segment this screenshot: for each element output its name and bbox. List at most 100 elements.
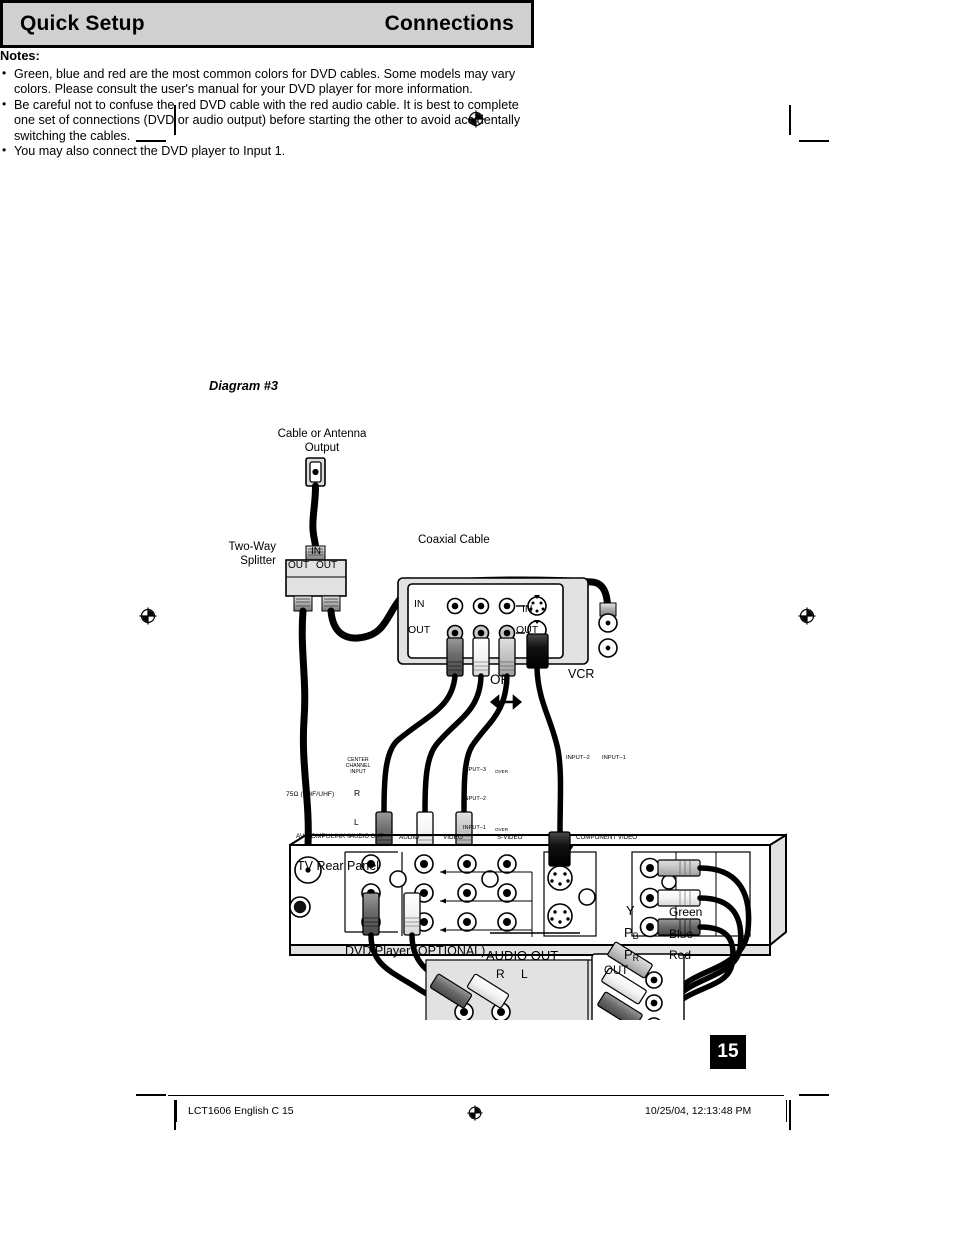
label-line: INPUT (350, 769, 366, 775)
tv-input3-label: INPUT–3 (463, 767, 487, 773)
dvd-out-label: OUT (604, 965, 629, 977)
splitter-out-right-label: OUT (316, 560, 338, 571)
dvd-pb-main: P (624, 925, 633, 940)
tv-component-video-section (631, 851, 751, 938)
footer-timestamp: 10/25/04, 12:13:48 PM (645, 1105, 752, 1117)
splitter-out-left-label: OUT (288, 560, 310, 571)
notes-title: Notes: (0, 48, 40, 63)
connection-diagram (140, 420, 820, 1020)
cable-vcr-svideo (534, 665, 564, 835)
tv-input1-row (414, 912, 517, 932)
tv-compulink-label: AV COMPULINK II (296, 833, 351, 840)
vcr-in-label: IN (414, 598, 425, 610)
tv-over-label-1: OVER (495, 769, 509, 774)
footer-divider (168, 1095, 784, 1096)
cable-splitter-to-tv (298, 607, 312, 849)
footer-tick-right (786, 1100, 787, 1122)
tv-audio-r-label: R (354, 788, 361, 798)
tv-svideo-section (543, 831, 597, 937)
tv-center-channel-jack (361, 854, 381, 874)
vcr-device (397, 577, 589, 665)
coax-connector-splitter-in (305, 545, 326, 561)
dvd-pb-label: PB (624, 925, 639, 941)
cable-antenna-to-splitter (309, 482, 320, 554)
label-or: OR (490, 672, 511, 687)
dvd-plug-pb (601, 967, 647, 1005)
label-line: Cable or Antenna (277, 428, 367, 440)
page-number-badge: 15 (710, 1035, 746, 1069)
notes-list: Green, blue and red are the most common … (0, 66, 540, 159)
dvd-plug-pr (597, 991, 643, 1020)
label-cable-antenna-output: Cable or Antenna Output (262, 428, 382, 455)
registration-mark-left (139, 607, 157, 625)
cable-vcr-audio-right (422, 673, 484, 815)
dvd-pr-main: P (624, 947, 633, 962)
two-way-splitter (285, 559, 347, 597)
crop-mark-bottom-right-vertical (789, 1100, 791, 1130)
crop-mark-top-right-vertical (789, 105, 791, 135)
vcr-plug-audio-left (446, 637, 464, 677)
header-right-title: Connections (384, 12, 514, 35)
note-item: Green, blue and red are the most common … (0, 66, 540, 98)
dvd-y-label: Y (626, 903, 635, 918)
cable-vcr-audio-left (381, 673, 458, 815)
label-line: Output (304, 441, 340, 454)
vcr-out-label: OUT (408, 624, 431, 636)
vcr-plug-svideo (526, 633, 549, 669)
or-arrow-icon (489, 694, 523, 710)
vcr-rf-in-label: IN (522, 603, 533, 615)
diagram-caption: Diagram #3 (209, 378, 278, 393)
tv-input2-row (414, 883, 517, 903)
dvd-pb-sub: B (632, 931, 639, 941)
label-line: Splitter (240, 554, 276, 567)
tv-center-channel-label: CENTER CHANNEL INPUT (336, 757, 380, 775)
dvd-plug-audio-l (466, 973, 510, 1009)
crop-mark-bottom-right-horizontal (799, 1094, 829, 1096)
vcr-in-jacks (446, 595, 547, 616)
label-vcr: VCR (568, 667, 595, 681)
splitter-in-label: IN (311, 546, 321, 557)
tv-svideo-label: S-VIDEO (497, 834, 523, 841)
page-header-bar: Quick Setup Connections (0, 0, 534, 48)
footer-tick-left (176, 1100, 177, 1122)
cable-vcr-video (461, 673, 510, 815)
note-item: You may also connect the DVD player to I… (0, 143, 540, 159)
tv-audio-l-label: L (354, 817, 359, 827)
tv-comp-input2-label: INPUT–2 (566, 755, 590, 761)
vcr-plug-video (498, 637, 516, 677)
registration-mark-footer (467, 1105, 483, 1121)
tv-antenna-jack (294, 856, 322, 884)
dvd-audio-out-label: AUDIO OUT (486, 948, 559, 963)
tv-antenna-label: 75Ω (VHF/UHF) (286, 791, 335, 798)
tv-component-video-label: COMPONENT VIDEO (576, 834, 638, 841)
vcr-rf-out-connector (598, 638, 618, 658)
label-two-way-splitter: Two-Way Splitter (214, 541, 277, 568)
cable-component-pr (669, 924, 736, 1011)
tv-plug-dvd-audio-l (403, 892, 421, 936)
label-tv-rear-panel: TV Rear Panel (297, 859, 379, 873)
header-left-title: Quick Setup (20, 12, 145, 35)
dvd-pr-label: PR (624, 947, 639, 963)
crop-mark-top-right-horizontal (799, 140, 829, 142)
vcr-plug-audio-right (472, 637, 490, 677)
tv-input3-row (414, 854, 517, 874)
tv-comp-input1-label: INPUT–1 (602, 755, 626, 761)
label-line: CENTER (347, 757, 369, 763)
footer-file-label: LCT1606 English C 15 (188, 1105, 294, 1117)
tv-input1-label: INPUT–1 (463, 825, 487, 831)
dvd-pr-sub: R (632, 953, 640, 963)
label-line: CHANNEL (345, 763, 371, 769)
cable-component-pb (673, 895, 744, 1001)
registration-mark-right (798, 607, 816, 625)
tv-compulink-jack (289, 896, 311, 918)
label-coaxial-cable: Coaxial Cable (418, 534, 490, 546)
tv-plug-dvd-audio-r (362, 892, 380, 936)
label-line: Two-Way (228, 541, 277, 553)
coax-connector-splitter-out-left (293, 595, 313, 612)
dvd-component-out-jacks (645, 971, 663, 1020)
tv-audio-label: AUDIO (399, 834, 420, 841)
cable-component-y (677, 865, 752, 991)
tv-over-label-2: OVER (495, 827, 509, 832)
tv-video-label: VIDEO (443, 834, 463, 841)
notes-section: Notes: Green, blue and red are the most … (0, 48, 540, 159)
